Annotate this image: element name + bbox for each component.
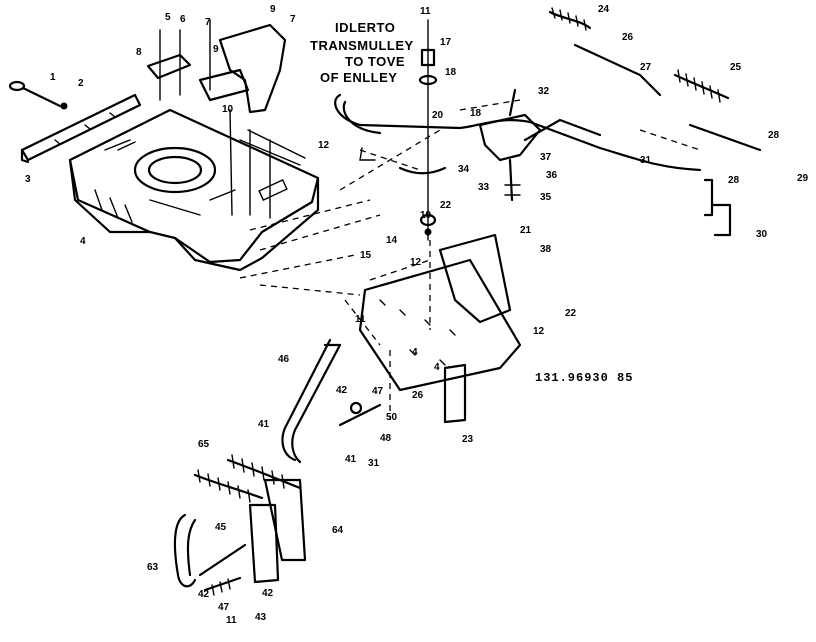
callout-10: 10: [222, 104, 234, 115]
callout-7: 7: [205, 17, 211, 28]
callout-50: 50: [386, 412, 398, 423]
callout-24: 24: [598, 4, 610, 15]
callout-19: 19: [420, 210, 432, 221]
left-rail: [8, 80, 142, 164]
lower-springs: [173, 454, 307, 596]
callout-25: 25: [730, 62, 742, 73]
callout-41: 41: [345, 454, 357, 465]
callout-36: 36: [546, 170, 558, 181]
callout-6: 6: [180, 14, 186, 25]
callout-4: 4: [434, 362, 440, 373]
callout-14: 14: [386, 235, 398, 246]
callout-20: 20: [432, 110, 444, 121]
callout-9: 9: [270, 4, 276, 15]
callout-43: 43: [255, 612, 267, 623]
mounting-plate: [358, 233, 522, 424]
callout-3: 3: [25, 174, 31, 185]
callout-30: 30: [756, 229, 768, 240]
callout-46: 46: [278, 354, 290, 365]
callout-31: 31: [368, 458, 380, 469]
callout-31: 31: [640, 155, 652, 166]
callout-35: 35: [540, 192, 552, 203]
callout-23: 23: [462, 434, 474, 445]
part-number: 131.96930 85: [535, 371, 633, 385]
callout-47: 47: [218, 602, 230, 613]
center-shaft: [418, 19, 438, 241]
callout-15: 15: [360, 250, 372, 261]
callout-7: 7: [290, 14, 296, 25]
callout-11: 11: [226, 615, 237, 626]
idler-note: IDLERTO TRANSMULLEY TO TOVE OF ENLLEY: [310, 20, 414, 85]
note-line-2: TRANSMULLEY: [310, 38, 414, 53]
callout-18: 18: [470, 108, 482, 119]
note-line-1: IDLERTO: [335, 20, 395, 35]
callout-42: 42: [336, 385, 348, 396]
callout-12: 12: [410, 257, 422, 268]
callout-1: 1: [50, 72, 56, 83]
callout-18: 18: [445, 67, 457, 78]
right-lever: [478, 88, 602, 202]
callout-32: 32: [538, 86, 550, 97]
callout-12: 12: [318, 140, 330, 151]
note-line-3: TO TOVE: [345, 54, 405, 69]
callout-28: 28: [768, 130, 780, 141]
top-right-springs: [548, 7, 762, 237]
callout-42: 42: [262, 588, 274, 599]
callout-9: 9: [213, 44, 219, 55]
assembly-guide-lines: [239, 99, 701, 420]
callout-45: 45: [215, 522, 227, 533]
callout-2: 2: [78, 78, 84, 89]
callout-8: 8: [136, 47, 142, 58]
callout-26: 26: [622, 32, 634, 43]
callout-27: 27: [640, 62, 652, 73]
deck-frame: [68, 108, 320, 272]
callout-11: 11: [420, 6, 431, 17]
callout-29: 29: [797, 173, 809, 184]
callout-47: 47: [372, 386, 384, 397]
callout-64: 64: [332, 525, 344, 536]
callout-38: 38: [540, 244, 552, 255]
callout-5: 5: [165, 12, 171, 23]
callout-26: 26: [412, 390, 424, 401]
callout-65: 65: [198, 439, 210, 450]
callout-22: 22: [440, 200, 452, 211]
callout-4: 4: [80, 236, 86, 247]
lower-rod: [281, 338, 382, 464]
callout-34: 34: [458, 164, 470, 175]
callout-63: 63: [147, 562, 159, 573]
callout-42: 42: [198, 589, 210, 600]
callout-17: 17: [440, 37, 452, 48]
callout-21: 21: [520, 225, 532, 236]
callout-37: 37: [540, 152, 552, 163]
callout-41: 41: [258, 419, 270, 430]
note-line-4: OF ENLLEY: [320, 70, 397, 85]
callout-48: 48: [380, 433, 392, 444]
callout-22: 22: [565, 308, 577, 319]
callout-11: 11: [355, 314, 366, 325]
callout-28: 28: [728, 175, 740, 186]
callout-12: 12: [533, 326, 545, 337]
callout-4: 4: [412, 347, 418, 358]
upper-brackets: [146, 19, 287, 219]
callout-33: 33: [478, 182, 490, 193]
